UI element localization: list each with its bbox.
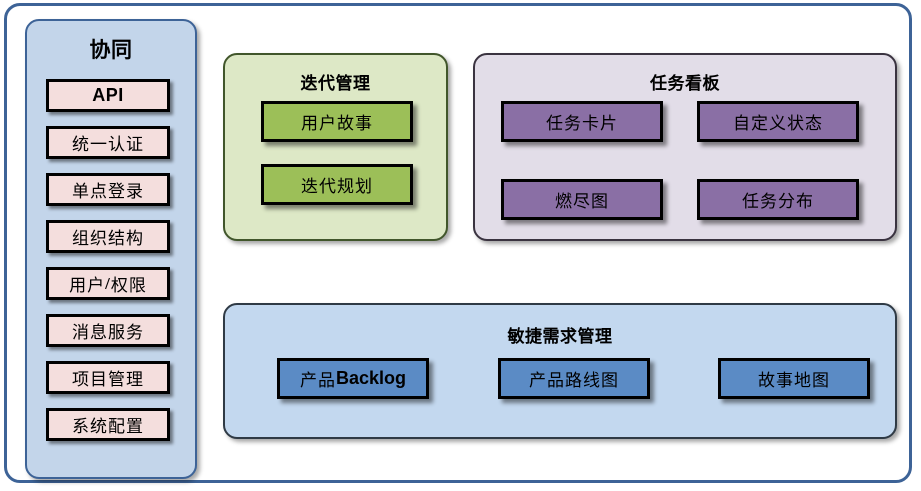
sidebar-item-sso[interactable]: 单点登录 <box>46 173 170 206</box>
agile-requirements-title: 敏捷需求管理 <box>507 327 613 346</box>
collaboration-sidebar-panel: 协同 API 统一认证 单点登录 组织结构 用户/权限 消息服务 项目管理 系统… <box>25 19 197 479</box>
iteration-management-panel: 迭代管理 用户故事 迭代规划 <box>223 53 448 241</box>
slash-separator: / <box>105 273 111 293</box>
sidebar-item-org-structure[interactable]: 组织结构 <box>46 220 170 253</box>
sidebar-item-unified-auth[interactable]: 统一认证 <box>46 126 170 159</box>
sidebar-item-project-management[interactable]: 项目管理 <box>46 361 170 394</box>
task-board-title: 任务看板 <box>650 74 720 93</box>
sidebar-item-system-config[interactable]: 系统配置 <box>46 408 170 441</box>
agile-item-product-backlog-cjk: 产品 <box>299 371 336 390</box>
taskboard-item-task-distribution[interactable]: 任务分布 <box>697 179 859 220</box>
taskboard-item-burndown-chart[interactable]: 燃尽图 <box>501 179 663 220</box>
sidebar-title: 协同 <box>89 39 133 62</box>
agile-item-product-backlog-latin: Backlog <box>335 368 407 388</box>
iteration-management-title: 迭代管理 <box>300 74 371 93</box>
diagram-outer-frame: 协同 API 统一认证 单点登录 组织结构 用户/权限 消息服务 项目管理 系统… <box>4 3 912 483</box>
sidebar-item-message-service[interactable]: 消息服务 <box>46 314 170 347</box>
taskboard-item-task-card[interactable]: 任务卡片 <box>501 101 663 142</box>
iteration-item-user-story[interactable]: 用户故事 <box>261 101 413 142</box>
agile-item-product-roadmap[interactable]: 产品路线图 <box>498 358 650 399</box>
taskboard-item-custom-status[interactable]: 自定义状态 <box>697 101 859 142</box>
sidebar-item-user-permission[interactable]: 用户/权限 <box>46 267 170 300</box>
sidebar-item-api[interactable]: API <box>46 79 170 112</box>
iteration-item-iteration-planning[interactable]: 迭代规划 <box>261 164 413 205</box>
agile-item-story-map[interactable]: 故事地图 <box>718 358 870 399</box>
task-board-panel: 任务看板 任务卡片 自定义状态 燃尽图 任务分布 <box>473 53 897 241</box>
